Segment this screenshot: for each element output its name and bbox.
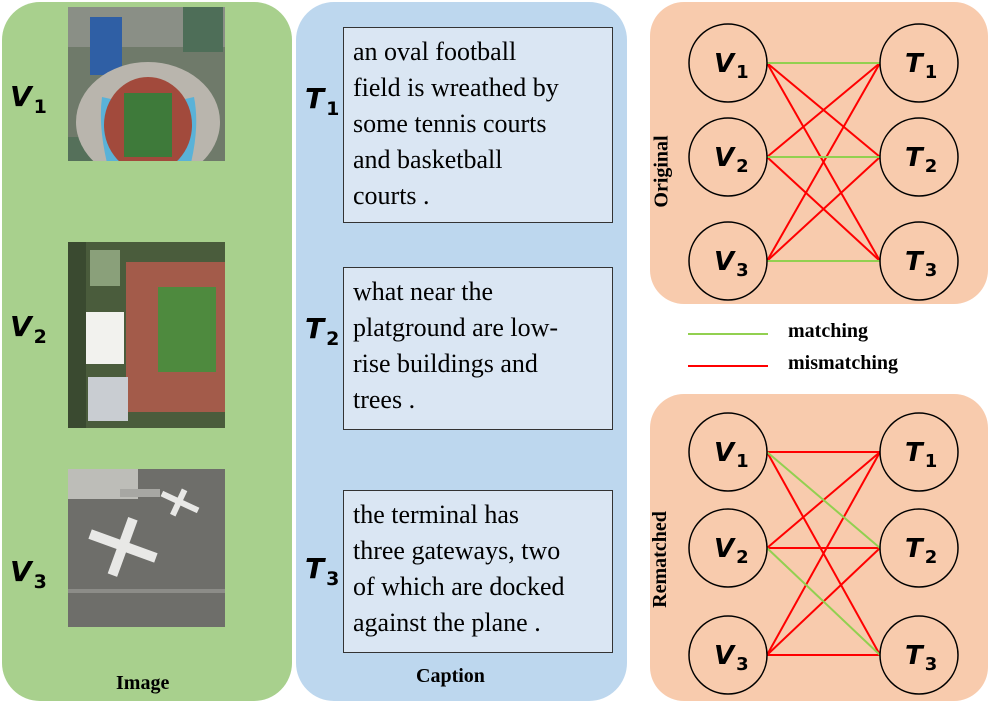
original-node-V2 [688,117,768,197]
rematched-matching-edge-V1-T2 [766,451,881,549]
legend-mismatching-line [688,365,768,367]
original-node-T3 [879,221,959,301]
stadium-aerial-image [68,7,225,161]
caption-box-t1: an oval football field is wreathed by so… [343,27,613,223]
original-mismatching-edge-V3-T1 [766,62,881,262]
caption-panel-title: Caption [416,665,485,687]
original-node-V1 [688,23,768,103]
rematched-mismatching-edge-V3-T1 [766,451,881,656]
rematched-node-T2 [879,508,959,588]
caption-box-t3: the terminal has three gateways, two of … [343,490,613,653]
rematched-node-V1 [688,412,768,492]
image-panel-title: Image [116,672,170,694]
original-node-T1 [879,23,959,103]
playground-aerial-image [68,242,225,428]
legend-matching-label: matching [788,320,868,342]
rematched-node-T3 [879,615,959,695]
rematched-matching-edge-V2-T3 [766,547,881,656]
caption-box-t2: what near the platground are low- rise b… [343,267,613,430]
airport-aerial-image [68,469,225,627]
rematched-node-V2 [688,508,768,588]
original-mismatching-edge-V2-T1 [766,62,881,158]
original-node-V3 [688,221,768,301]
rematched-node-V3 [688,615,768,695]
legend-matching-line [688,333,768,335]
original-mismatching-edge-V3-T2 [766,156,881,262]
legend-mismatching-label: mismatching [788,352,898,374]
rematched-node-T1 [879,412,959,492]
original-node-T2 [879,117,959,197]
